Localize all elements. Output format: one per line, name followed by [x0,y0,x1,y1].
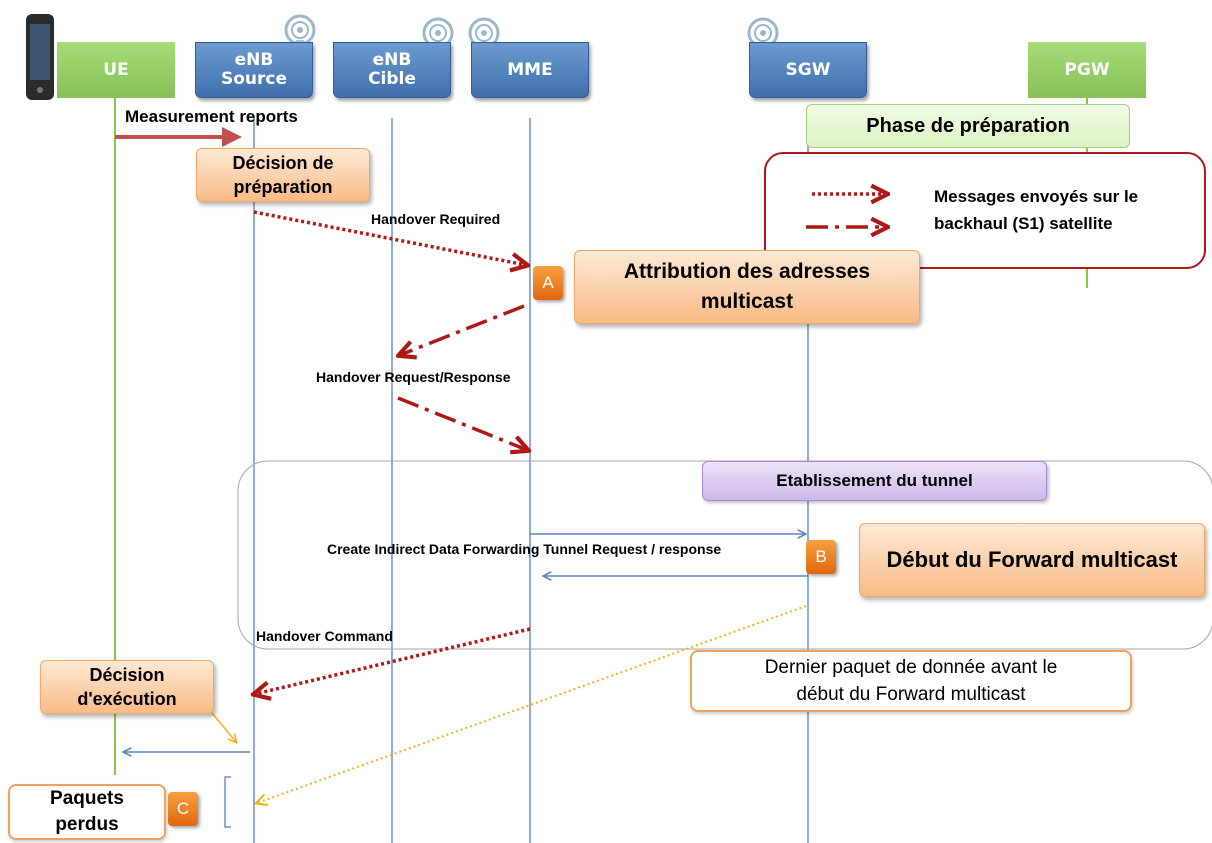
attribution-multicast-box: Attribution des adresses multicast [574,250,920,324]
last-packet-arrow [257,605,807,803]
etablissement-tunnel-box: Etablissement du tunnel [702,461,1047,501]
dernier-paquet-box: Dernier paquet de donnée avant le début … [690,650,1132,712]
phone-icon [26,14,54,100]
handover-request-arrow [400,304,525,355]
badge-b: B [806,540,836,574]
execution-decision-arrow [211,712,236,742]
enb-source-header: eNB Source [195,42,313,98]
legend-box [764,152,1206,269]
paquets-perdus-box: Paquets perdus [8,784,166,840]
handover-response-arrow [397,396,527,450]
handover-command-label: Handover Command [256,628,393,644]
phase-preparation-box: Phase de préparation [806,104,1130,148]
handover-required-arrow [253,210,526,265]
ue-header: UE [57,42,175,98]
create-tunnel-label: Create Indirect Data Forwarding Tunnel R… [327,541,722,557]
handover-required-label: Handover Required [371,211,501,227]
decision-execution-box: Décision d'exécution [40,660,214,714]
handover-request-response-label: Handover Request/Response [316,369,511,385]
decision-preparation-box: Décision de préparation [196,148,370,202]
enb-cible-header: eNB Cible [333,42,451,98]
measurement-reports-label: Measurement reports [125,107,298,126]
mme-header: MME [471,42,589,98]
sgw-header: SGW [749,42,867,98]
badge-c: C [168,792,198,826]
legend-text: Messages envoyés sur le backhaul (S1) sa… [934,187,1139,233]
lost-packets-bracket [224,776,231,828]
handover-command-arrow [255,627,531,694]
badge-a: A [533,266,563,300]
pgw-header: PGW [1028,42,1146,98]
debut-forward-box: Début du Forward multicast [859,523,1205,597]
